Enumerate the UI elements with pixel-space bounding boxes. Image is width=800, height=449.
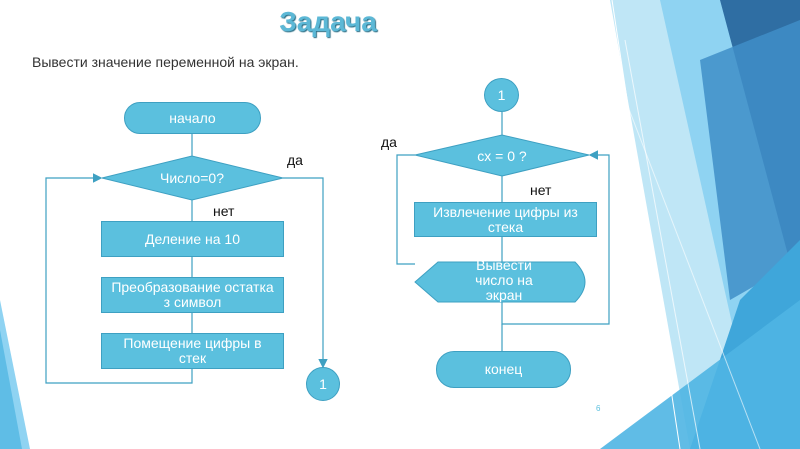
page-number: 6 <box>596 404 601 413</box>
yes-label-left: да <box>287 152 303 168</box>
process-convert: Преобразование остатка з символ <box>101 277 284 313</box>
output-label: Вывести число на экран <box>475 258 533 302</box>
slide-title: Задача <box>279 6 377 37</box>
edge-loop-back-right <box>501 150 610 325</box>
no-label-right: нет <box>530 182 552 198</box>
edge-yes-connector <box>283 177 328 369</box>
decision-label-right: cx = 0 ? <box>477 148 527 164</box>
connector-left: 1 <box>306 367 340 401</box>
start-terminal: начало <box>124 102 261 134</box>
edge-yes-right <box>396 154 415 265</box>
slide-subtitle: Вывести значение переменной на экран. <box>32 54 299 70</box>
process-push: Помещение цифры в стек <box>101 333 284 369</box>
decision-label-left: Число=0? <box>159 170 224 186</box>
yes-label-right: да <box>381 134 397 150</box>
no-label-left: нет <box>213 203 235 219</box>
process-extract: Извлечение цифры из стека <box>414 202 597 237</box>
end-terminal: конец <box>436 351 571 388</box>
process-divide: Деление на 10 <box>101 221 284 257</box>
connector-right: 1 <box>484 78 519 112</box>
edge-loop-back <box>45 173 193 384</box>
output-shape <box>414 261 586 303</box>
